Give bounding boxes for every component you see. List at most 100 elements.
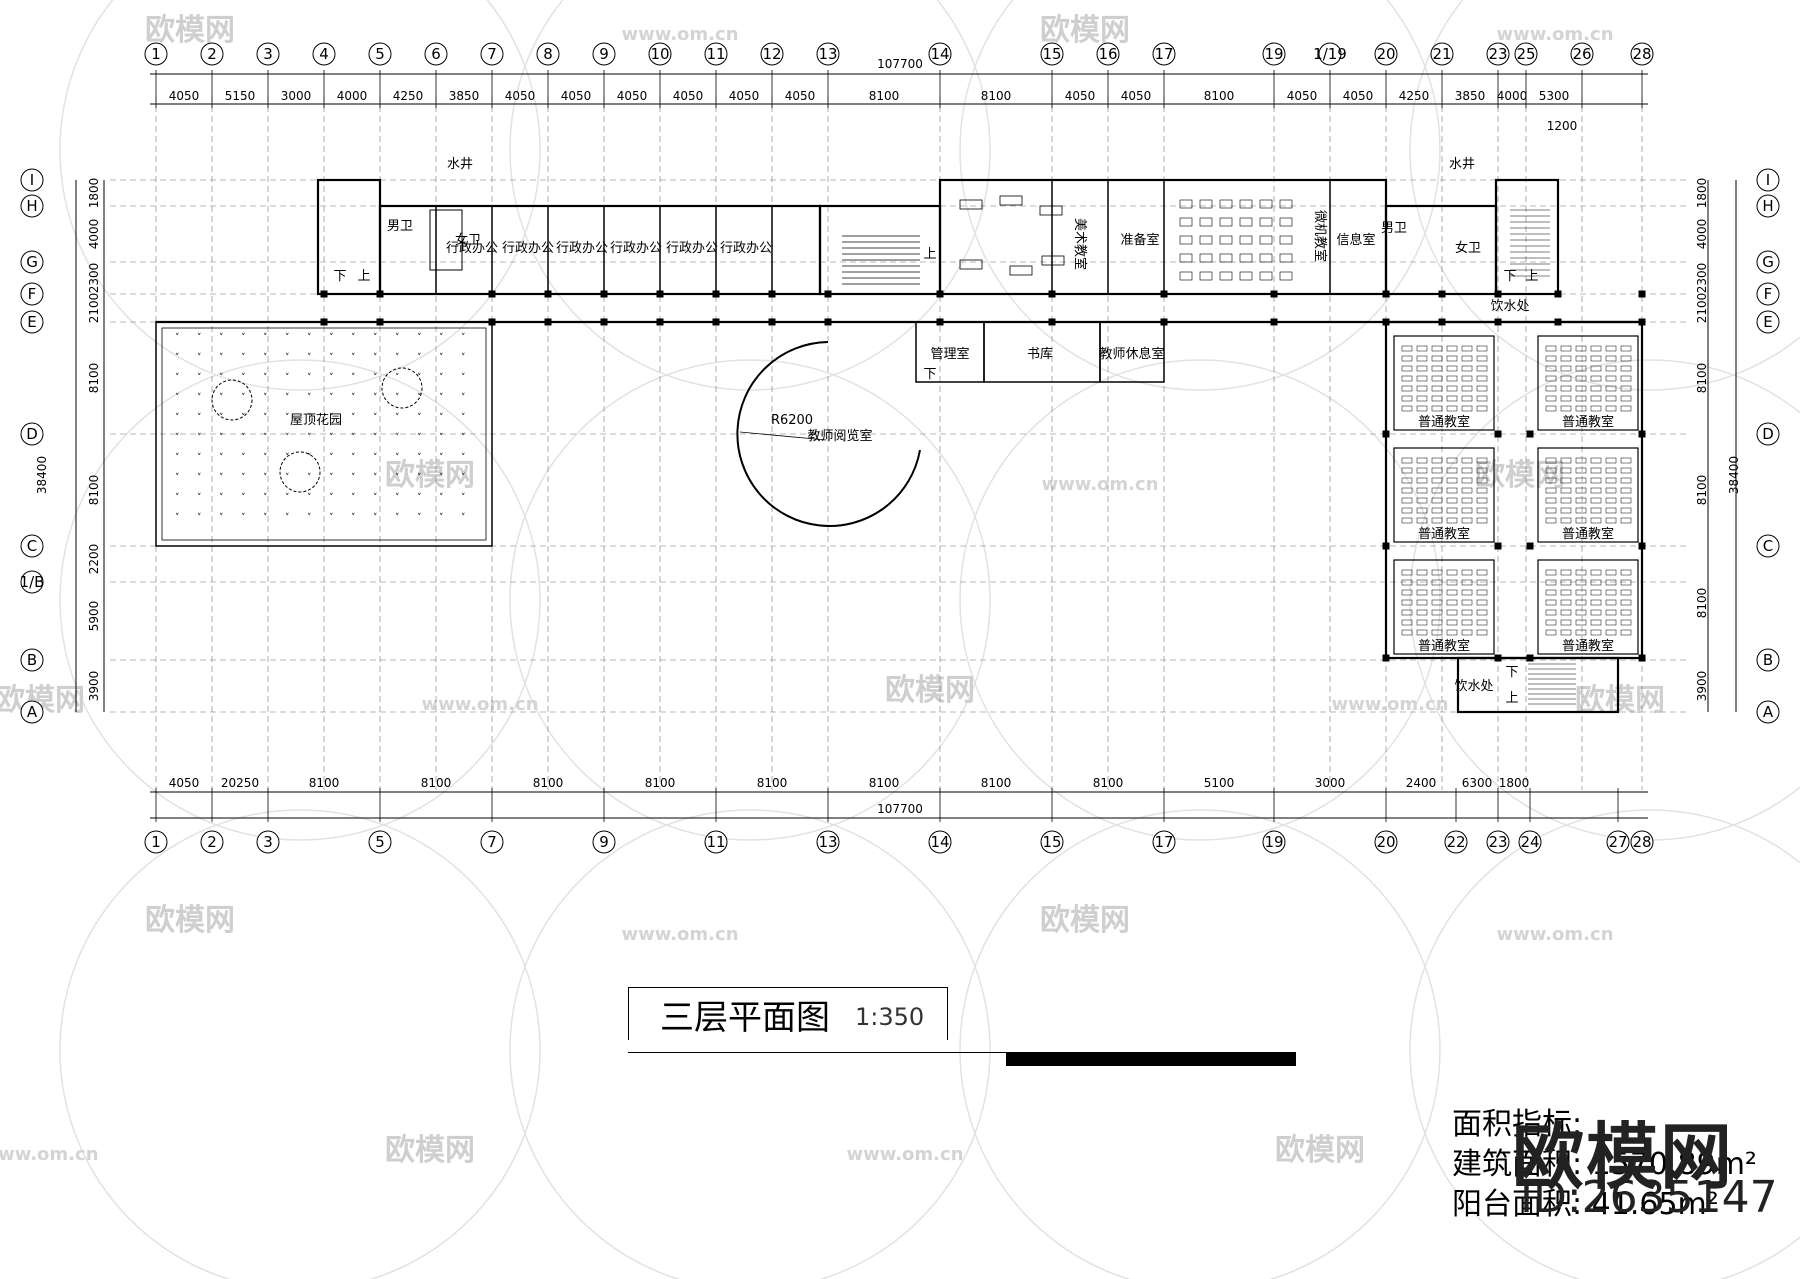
plant-symbol: ˅ bbox=[285, 333, 290, 343]
computer-desk bbox=[1199, 217, 1213, 227]
dimension-value: 4050 bbox=[169, 89, 200, 103]
room-label-female-wc: 女卫 bbox=[455, 232, 481, 248]
axis-bubble-label: 23 bbox=[1488, 45, 1507, 63]
classroom-desk bbox=[1401, 355, 1413, 362]
axis-bubble bbox=[1756, 310, 1780, 334]
axis-bubble-label: 6 bbox=[431, 45, 441, 63]
axis-bubble-label: F bbox=[1764, 285, 1773, 303]
classroom-desk bbox=[1461, 395, 1473, 402]
classroom-desk bbox=[1560, 467, 1572, 474]
computer-desk bbox=[1259, 253, 1273, 263]
classroom-desk bbox=[1590, 609, 1602, 616]
dimension-value: 8100 bbox=[1204, 89, 1235, 103]
watermark-circle bbox=[59, 359, 541, 841]
axis-bubble bbox=[256, 42, 280, 66]
classroom-desk bbox=[1476, 569, 1488, 576]
classroom-desk bbox=[1545, 405, 1557, 412]
dimension-value: 4050 bbox=[729, 89, 760, 103]
room-label-roof-garden: 屋顶花园 bbox=[290, 412, 342, 428]
classroom-desk bbox=[1605, 477, 1617, 484]
plant-symbol: ˅ bbox=[439, 373, 444, 383]
classroom-room bbox=[1393, 335, 1495, 431]
axis-bubble bbox=[1756, 168, 1780, 192]
dimension-value: 3850 bbox=[1455, 89, 1486, 103]
art-easel bbox=[1009, 265, 1033, 276]
plant-symbol: ˅ bbox=[461, 393, 466, 403]
title-frame bbox=[628, 987, 948, 1040]
plant-symbol: ˅ bbox=[439, 513, 444, 523]
classroom-desk bbox=[1560, 599, 1572, 606]
classroom-desk bbox=[1575, 619, 1587, 626]
classroom-room bbox=[1393, 559, 1495, 655]
watermark-url-text: www.om.cn bbox=[621, 924, 738, 945]
classroom-desk bbox=[1416, 355, 1428, 362]
structural-column bbox=[1638, 542, 1646, 550]
plant-symbol: ˅ bbox=[395, 393, 400, 403]
plant-symbol: ˅ bbox=[351, 493, 356, 503]
classroom-desk bbox=[1545, 345, 1557, 352]
axis-bubble-label: 11 bbox=[706, 833, 725, 851]
axis-bubble-label: 5 bbox=[375, 45, 385, 63]
watermark-circle bbox=[509, 809, 991, 1279]
classroom-desk bbox=[1431, 569, 1443, 576]
dimension-value: 8100 bbox=[869, 89, 900, 103]
axis-bubble-label: 19 bbox=[1264, 833, 1283, 851]
plant-symbol: ˅ bbox=[395, 373, 400, 383]
computer-desk bbox=[1179, 235, 1193, 245]
classroom-desk bbox=[1446, 517, 1458, 524]
computer-desk bbox=[1279, 253, 1293, 263]
classroom-room bbox=[1537, 447, 1639, 543]
plant-symbol: ˅ bbox=[351, 353, 356, 363]
stair-label-up: 上 bbox=[1505, 691, 1518, 706]
plant-symbol: ˅ bbox=[241, 333, 246, 343]
classroom-desk bbox=[1416, 619, 1428, 626]
classroom-desk bbox=[1590, 355, 1602, 362]
classroom-desk bbox=[1401, 365, 1413, 372]
structural-column bbox=[544, 318, 552, 326]
dimension-value: 8100 bbox=[1695, 475, 1709, 506]
axis-bubble bbox=[1514, 42, 1538, 66]
structural-column bbox=[1438, 318, 1446, 326]
plant-symbol: ˅ bbox=[263, 373, 268, 383]
axis-bubble-label: D bbox=[1762, 425, 1774, 443]
dimension-value: 1800 bbox=[1499, 776, 1530, 790]
room-label-admin-office: 行政办公 bbox=[502, 241, 554, 256]
classroom-desk bbox=[1416, 507, 1428, 514]
classroom-desk bbox=[1416, 609, 1428, 616]
axis-bubble bbox=[704, 42, 728, 66]
classroom-desk bbox=[1575, 599, 1587, 606]
dimension-value: 4050 bbox=[1121, 89, 1152, 103]
dimension-value: 1800 bbox=[1695, 178, 1709, 209]
watermark-url-text: www.om.cn bbox=[1496, 924, 1613, 945]
classroom-desk bbox=[1545, 355, 1557, 362]
classroom-desk bbox=[1620, 609, 1632, 616]
structural-column bbox=[1494, 430, 1502, 438]
axis-bubble-label: 15 bbox=[1042, 45, 1061, 63]
classroom-desk bbox=[1575, 497, 1587, 504]
structural-column bbox=[1382, 318, 1390, 326]
building-area: 建筑面积: 1570.89m² bbox=[1452, 1147, 1757, 1182]
classroom-desk bbox=[1401, 599, 1413, 606]
plant-symbol: ˅ bbox=[307, 433, 312, 443]
dimension-value: 4250 bbox=[393, 89, 424, 103]
dimension-value: 4050 bbox=[505, 89, 536, 103]
plant-symbol: ˅ bbox=[461, 493, 466, 503]
classroom-desk bbox=[1446, 497, 1458, 504]
room-label-male-wc: 男卫 bbox=[387, 219, 413, 234]
axis-bubble bbox=[1606, 830, 1630, 854]
computer-desk bbox=[1219, 271, 1233, 281]
axis-bubble-label: G bbox=[1762, 253, 1774, 271]
plant-symbol: ˅ bbox=[285, 373, 290, 383]
axis-bubble bbox=[1374, 830, 1398, 854]
classroom-desk bbox=[1560, 517, 1572, 524]
classroom-desk bbox=[1545, 365, 1557, 372]
axis-bubble-label: A bbox=[1763, 703, 1774, 721]
classroom-desk bbox=[1560, 629, 1572, 636]
axis-bubble bbox=[1756, 700, 1780, 724]
classroom-desk bbox=[1605, 579, 1617, 586]
classroom-desk bbox=[1476, 467, 1488, 474]
classroom-desk bbox=[1416, 345, 1428, 352]
plant-symbol: ˅ bbox=[417, 373, 422, 383]
stair-label-up: 上 bbox=[923, 247, 936, 262]
classroom-desk bbox=[1620, 477, 1632, 484]
